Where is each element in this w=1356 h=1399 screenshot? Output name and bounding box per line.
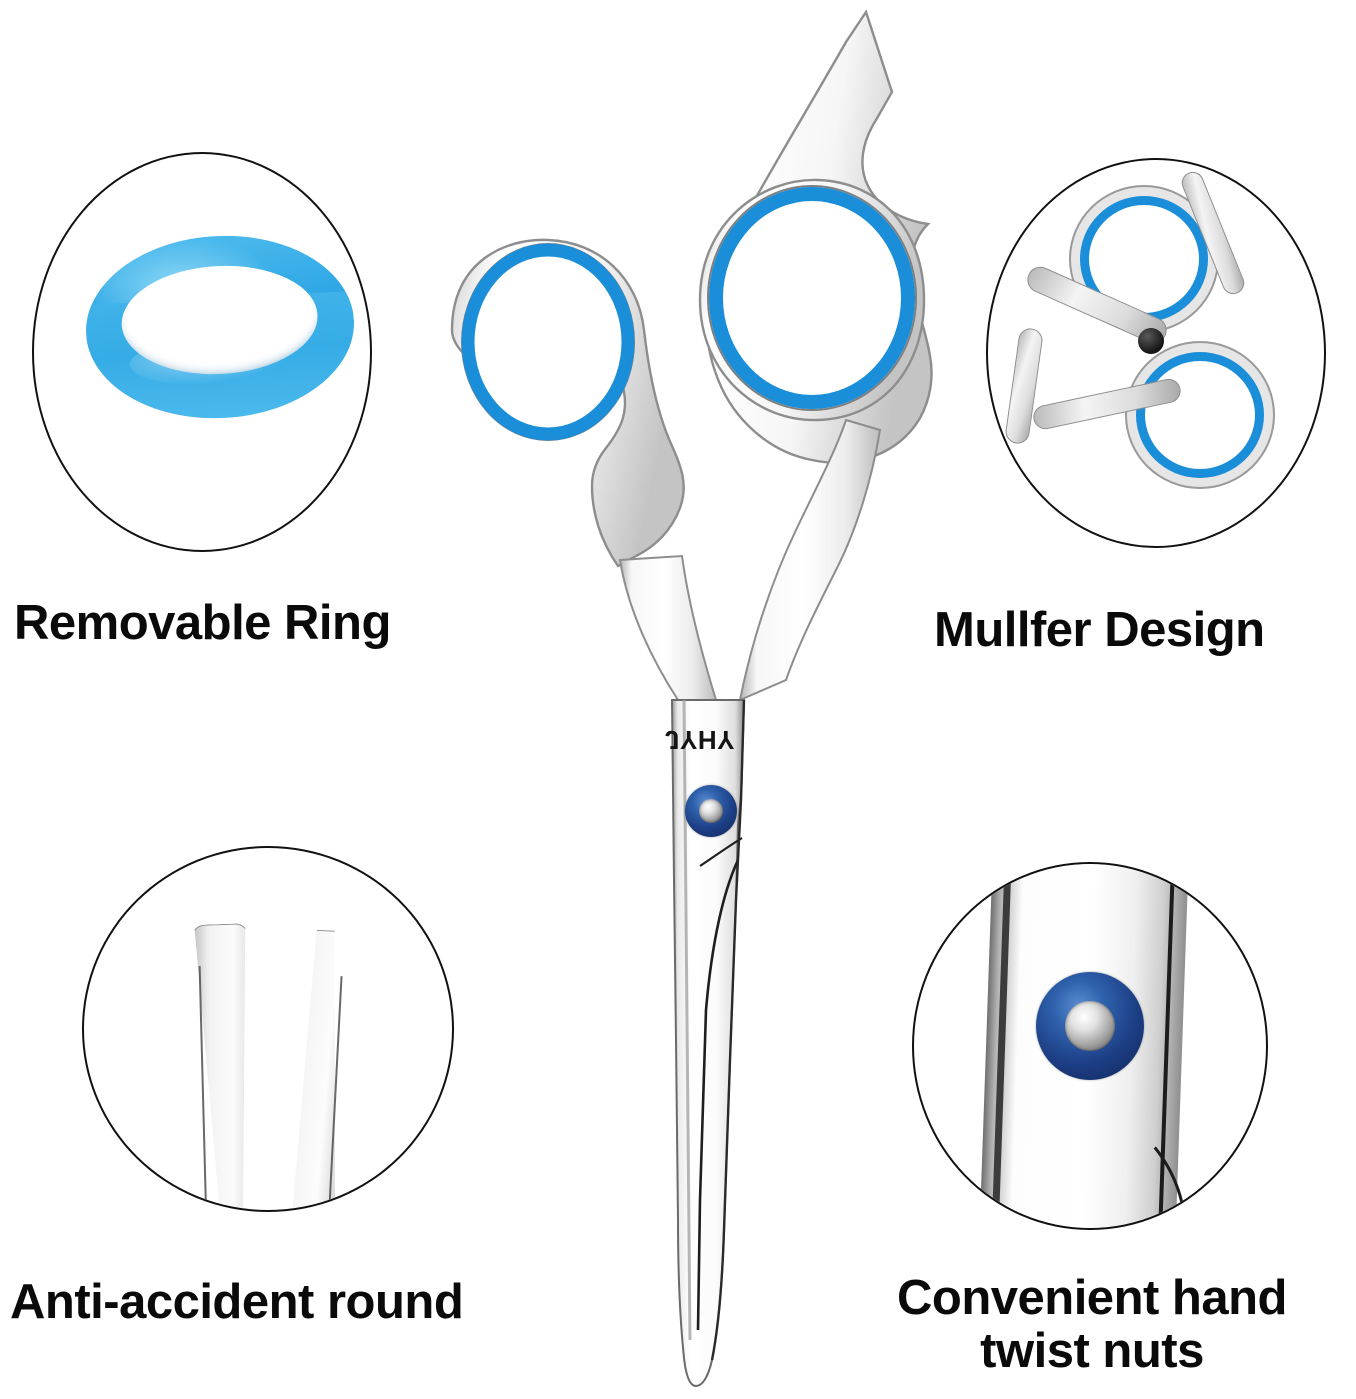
callout-removable-ring: [32, 152, 372, 552]
caption-anti-accident-round: Anti-accident round: [10, 1275, 464, 1329]
caption-twist-nuts: Convenient hand twist nuts: [897, 1271, 1287, 1378]
callout-mullfer-design: [986, 158, 1326, 548]
rounded-blade-tips: [84, 848, 452, 1210]
mullfer-lower-ring: [1136, 352, 1264, 478]
callout-twist-nuts: [912, 862, 1268, 1230]
blade-tip-right: [282, 929, 353, 1210]
caption-mullfer-design: Mullfer Design: [934, 603, 1265, 657]
callout-anti-accident-round: [82, 846, 454, 1212]
silicone-ring-photo: [81, 229, 358, 425]
mullfer-pivot-bumper: [1138, 328, 1164, 354]
scissors-left-handle: [450, 238, 685, 568]
scissors-right-handle: [698, 9, 933, 464]
scissors-shanks: [618, 418, 882, 702]
tension-adjustment-screw: [1036, 972, 1144, 1080]
blade-brand-engraving: JYHY: [665, 725, 735, 755]
pivot-screw: [685, 785, 737, 837]
mullfer-upper-ring: [1080, 196, 1208, 322]
caption-removable-ring: Removable Ring: [14, 596, 391, 650]
